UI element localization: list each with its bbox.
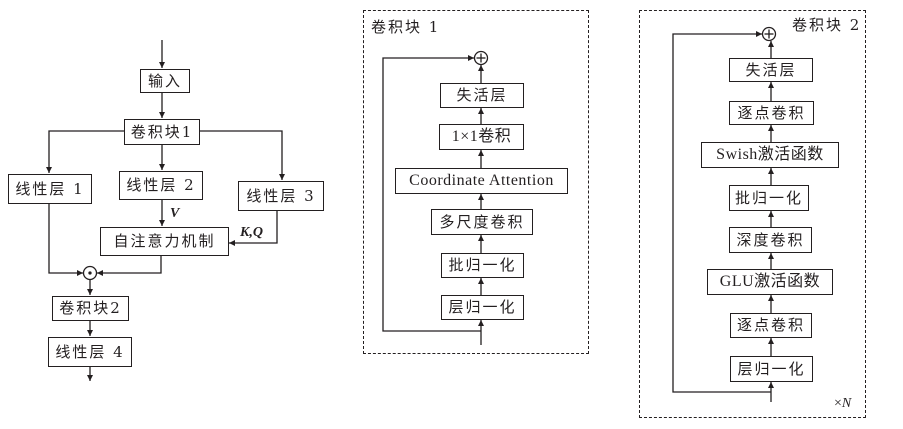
b2-swish-box: Swish激活函数 xyxy=(701,142,839,168)
b2-batch-norm-box: 批归一化 xyxy=(729,185,809,211)
linear-layer3-box: 线性层 3 xyxy=(238,181,324,211)
b2-depthwise-conv-box: 深度卷积 xyxy=(729,227,812,253)
b1-coordinate-attention-box: Coordinate Attention xyxy=(395,168,568,194)
multiply-dot xyxy=(88,271,92,275)
b2-layer-norm-box: 层归一化 xyxy=(730,356,813,382)
b2-skip-connection xyxy=(672,31,771,393)
self-attention-box: 自注意力机制 xyxy=(100,227,229,256)
b1-dropout-box: 失活层 xyxy=(440,83,524,108)
b2-pointwise-conv-lower-box: 逐点卷积 xyxy=(730,313,812,338)
conv-block1-box: 卷积块1 xyxy=(124,119,200,145)
arrow-block1-to-linear1 xyxy=(46,130,124,173)
b1-multiscale-conv-box: 多尺度卷积 xyxy=(431,209,533,235)
conv-block2-title: 卷积块 2 xyxy=(792,16,862,34)
b2-pointwise-conv-upper-box: 逐点卷积 xyxy=(729,101,814,125)
kq-label: K,Q xyxy=(240,225,263,240)
linear-layer1-box: 线性层 1 xyxy=(8,174,92,204)
linear-layer4-box: 线性层 4 xyxy=(48,337,132,367)
b1-layer-norm-box: 层归一化 xyxy=(441,295,524,320)
repeat-n-variable: N xyxy=(841,396,852,411)
conv-block2-box: 卷积块2 xyxy=(52,296,129,321)
conv-block1-container xyxy=(363,10,589,354)
b2-glu-box: GLU激活函数 xyxy=(707,269,833,295)
b1-batch-norm-box: 批归一化 xyxy=(441,253,524,278)
b2-dropout-box: 失活层 xyxy=(729,58,813,82)
arrow-attention-to-multiply xyxy=(97,255,162,276)
linear-layer2-box: 线性层 2 xyxy=(119,171,203,200)
repeat-times-symbol: × xyxy=(834,396,842,411)
conv-block1-title: 卷积块 1 xyxy=(371,18,441,36)
b1-conv1x1-box: 1×1卷积 xyxy=(439,124,524,150)
b1-skip-connection xyxy=(382,55,481,332)
arrow-block1-to-linear3 xyxy=(199,130,285,180)
conv-block2-container xyxy=(639,10,866,418)
arrow-linear3-to-attention xyxy=(229,210,278,246)
arrow-linear1-to-multiply xyxy=(48,203,83,276)
v-label: V xyxy=(170,206,180,221)
input-box: 输入 xyxy=(140,69,190,93)
repeat-n-label: ×N xyxy=(834,397,851,411)
